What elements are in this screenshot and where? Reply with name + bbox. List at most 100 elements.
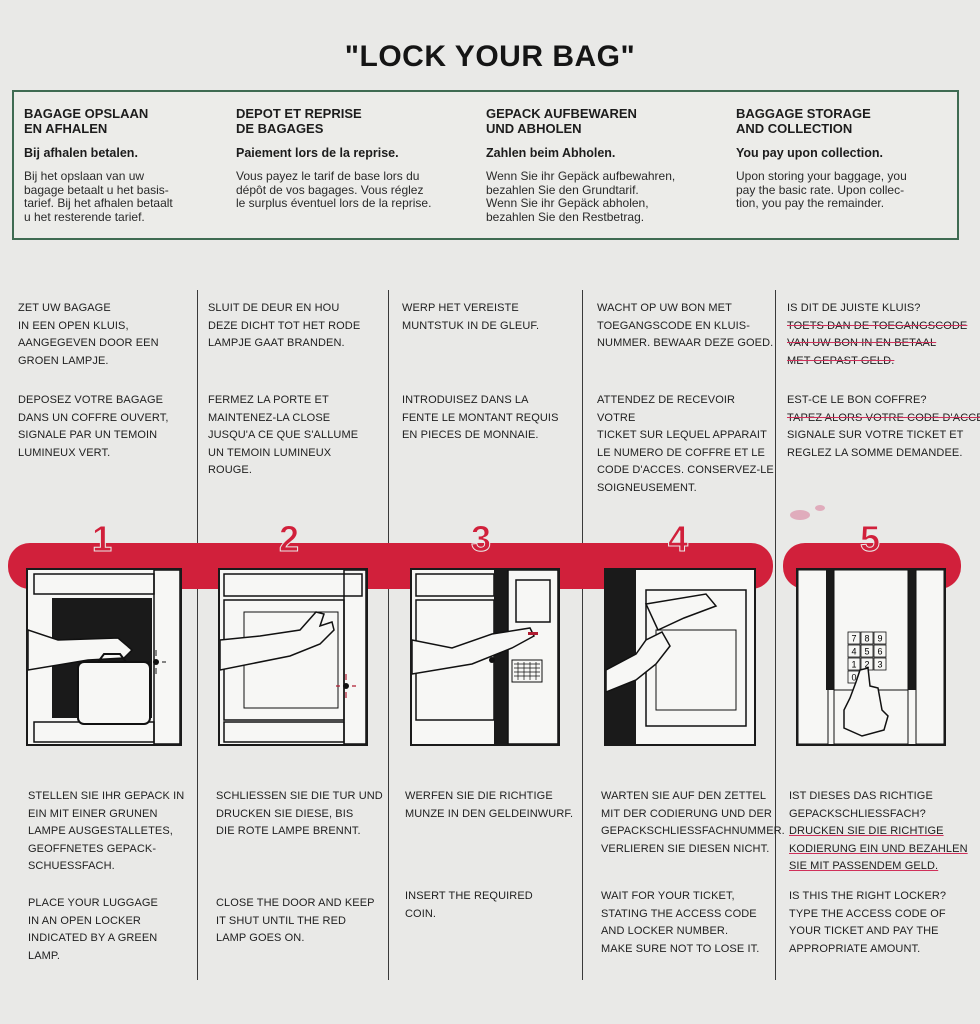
keypad-key (873, 644, 887, 658)
text-line: IN EEN OPEN KLUIS, (18, 319, 129, 332)
step-5-en: IS THIS THE RIGHT LOCKER? TYPE THE ACCES… (789, 888, 977, 958)
info-line: le surplus éventuel lors de la reprise. (236, 196, 432, 210)
info-pay-note: Paiement lors de la reprise. (236, 146, 399, 160)
info-line: dépôt de vos bagages. Vous réglez (236, 182, 424, 197)
text-line: CLOSE THE DOOR AND KEEP (216, 897, 375, 909)
step-number-4: 4 (667, 518, 689, 560)
text-line: AND LOCKER NUMBER. (601, 925, 729, 937)
info-line: bezahlen Sie den Restbetrag. (486, 209, 645, 224)
info-heading: BAGGAGE STORAGE (736, 106, 871, 121)
step-1-fr: DEPOSEZ VOTRE BAGAGE DANS UN COFFRE OUVE… (18, 392, 193, 462)
text-line: TICKET SUR LEQUEL APPARAIT (597, 429, 767, 441)
keypad-key-label: 6 (877, 647, 882, 657)
info-line: u het resterende tarief. (24, 209, 145, 224)
step-2-fr: FERMEZ LA PORTE ET MAINTENEZ-LA CLOSE JU… (208, 392, 386, 480)
keypad-key-label: 7 (851, 634, 856, 644)
text-line: FERMEZ LA PORTE ET (208, 394, 329, 406)
step-5-fr: EST-CE LE BON COFFRE? TAPEZ ALORS VOTRE … (787, 392, 980, 462)
keypad-key-label: 1 (851, 660, 856, 670)
text-line: IST DIESES DAS RICHTIGE (789, 790, 933, 802)
info-pay-note: Zahlen beim Abholen. (486, 146, 616, 160)
column-divider (197, 290, 198, 980)
text-line: WERFEN SIE DIE RICHTIGE (405, 790, 553, 802)
info-heading: UND ABHOLEN (486, 121, 582, 136)
text-line: SCHLIEßEN SIE DIE TUR UND (216, 790, 383, 802)
text-line: TYPE THE ACCESS CODE OF (789, 907, 946, 920)
text-line: DANS UN COFFRE OUVERT, (18, 411, 169, 424)
step-4-de: WARTEN SIE AUF DEN ZETTEL MIT DER CODIER… (601, 788, 785, 858)
illustration-ticket (604, 568, 756, 746)
text-line: SLUIT DE DEUR EN HOU (208, 302, 340, 314)
text-line: AANGEGEVEN DOOR EEN (18, 337, 159, 349)
step-3-nl: WERP HET VEREISTE MUNTSTUK IN DE GLEUF. (402, 300, 580, 335)
step-5-nl: IS DIT DE JUISTE KLUIS? TOETS DAN DE TOE… (787, 300, 977, 370)
info-description: Upon storing your baggage, you pay the b… (736, 169, 956, 211)
step-number-2: 2 (278, 518, 300, 560)
text-line: GEOFFNETES GEPACK- (28, 842, 157, 855)
text-line: IS THIS THE RIGHT LOCKER? (789, 890, 947, 902)
step-1-de: STELLEN SIE IHR GEPACK IN EIN MIT EINER … (28, 788, 193, 876)
keypad-key (873, 657, 887, 671)
text-line: EST-CE LE BON COFFRE? (787, 394, 927, 406)
text-line: FENTE LE MONTANT REQUIS (402, 411, 559, 424)
info-line: Upon storing your baggage, you (736, 169, 907, 183)
text-line: MAKE SURE NOT TO LOSE IT. (601, 942, 760, 955)
text-line: DEZE DICHT TOT HET RODE (208, 319, 361, 332)
text-line: LAMP GOES ON. (216, 932, 305, 944)
text-line: SIGNALE PAR UN TEMOIN (18, 429, 158, 441)
text-line: VAN UW BON IN EN BETAAL (787, 337, 937, 349)
illustration-place-luggage (26, 568, 182, 746)
step-4-fr: ATTENDEZ DE RECEVOIR VOTRE TICKET SUR LE… (597, 392, 775, 497)
text-line: TAPEZ ALORS VOTRE CODE D'ACCE (787, 411, 980, 424)
keypad-key (847, 657, 861, 671)
text-line: LUMINEUX VERT. (18, 446, 111, 459)
text-line: SIGNALE SUR VOTRE TICKET ET (787, 429, 964, 441)
text-line: IN AN OPEN LOCKER (28, 914, 141, 927)
text-line: YOUR TICKET AND PAY THE (789, 925, 939, 937)
keypad-key-label: 4 (851, 647, 856, 657)
info-column-de: GEPACK AUFBEWAREN UND ABHOLEN Zahlen bei… (486, 106, 706, 224)
text-line: SIE MIT PASSENDEM GELD. (789, 860, 939, 872)
keypad-key (860, 631, 874, 645)
text-line: ROUGE. (208, 464, 252, 476)
text-line: WAIT FOR YOUR TICKET, (601, 890, 735, 902)
column-divider (582, 290, 583, 980)
text-line: EIN MIT EINER GRUNEN (28, 807, 158, 820)
keypad-key-label: 5 (864, 647, 869, 657)
text-line: TOEGANGSCODE EN KLUIS- (597, 319, 750, 332)
text-line: ZET UW BAGAGE (18, 302, 111, 314)
info-line: Wenn Sie ihr Gepäck abholen, (486, 196, 649, 210)
text-line: LAMPJE GAAT BRANDEN. (208, 337, 345, 349)
text-line: MET GEPAST GELD. (787, 354, 895, 367)
text-line: IT SHUT UNTIL THE RED (216, 914, 347, 927)
text-line: EN PIECES DE MONNAIE. (402, 429, 539, 441)
keypad-key-label: 2 (864, 660, 869, 670)
info-heading: BAGAGE OPSLAAN (24, 106, 149, 121)
info-description: Vous payez le tarif de base lors du dépô… (236, 169, 476, 211)
info-line: tarief. Bij het afhalen betaalt (24, 196, 173, 210)
info-heading: DE BAGAGES (236, 121, 324, 136)
text-line: MUNTSTUK IN DE GLEUF. (402, 319, 540, 332)
text-line: STELLEN SIE IHR GEPACK IN (28, 790, 185, 802)
smudge (815, 505, 825, 511)
illustration-close-door (218, 568, 368, 746)
luggage-illustration-icon (28, 570, 180, 744)
illustration-insert-coin (410, 568, 560, 746)
text-line: PLACE YOUR LUGGAGE (28, 897, 158, 909)
text-line: VERLIEREN SIE DIESEN NICHT. (601, 842, 770, 855)
step-number-5: 5 (859, 518, 881, 560)
step-3-en: INSERT THE REQUIRED COIN. (405, 888, 581, 923)
info-line: Wenn Sie ihr Gepäck aufbewahren, (486, 169, 676, 183)
info-line: bagage betaalt u het basis- (24, 182, 169, 197)
keypad-key (847, 644, 861, 658)
keypad-key (847, 631, 861, 645)
info-line: Bij het opslaan van uw (24, 169, 145, 183)
info-pay-note: You pay upon collection. (736, 146, 883, 160)
column-divider (388, 290, 389, 980)
step-3-fr: INTRODUISEZ DANS LA FENTE LE MONTANT REQ… (402, 392, 580, 445)
text-line: SCHUEßFACH. (28, 860, 115, 872)
text-line: UN TEMOIN LUMINEUX (208, 446, 332, 459)
text-line: DRUCKEN SIE DIE RICHTIGE (789, 825, 944, 837)
info-heading: GEPACK AUFBEWAREN (486, 106, 637, 121)
